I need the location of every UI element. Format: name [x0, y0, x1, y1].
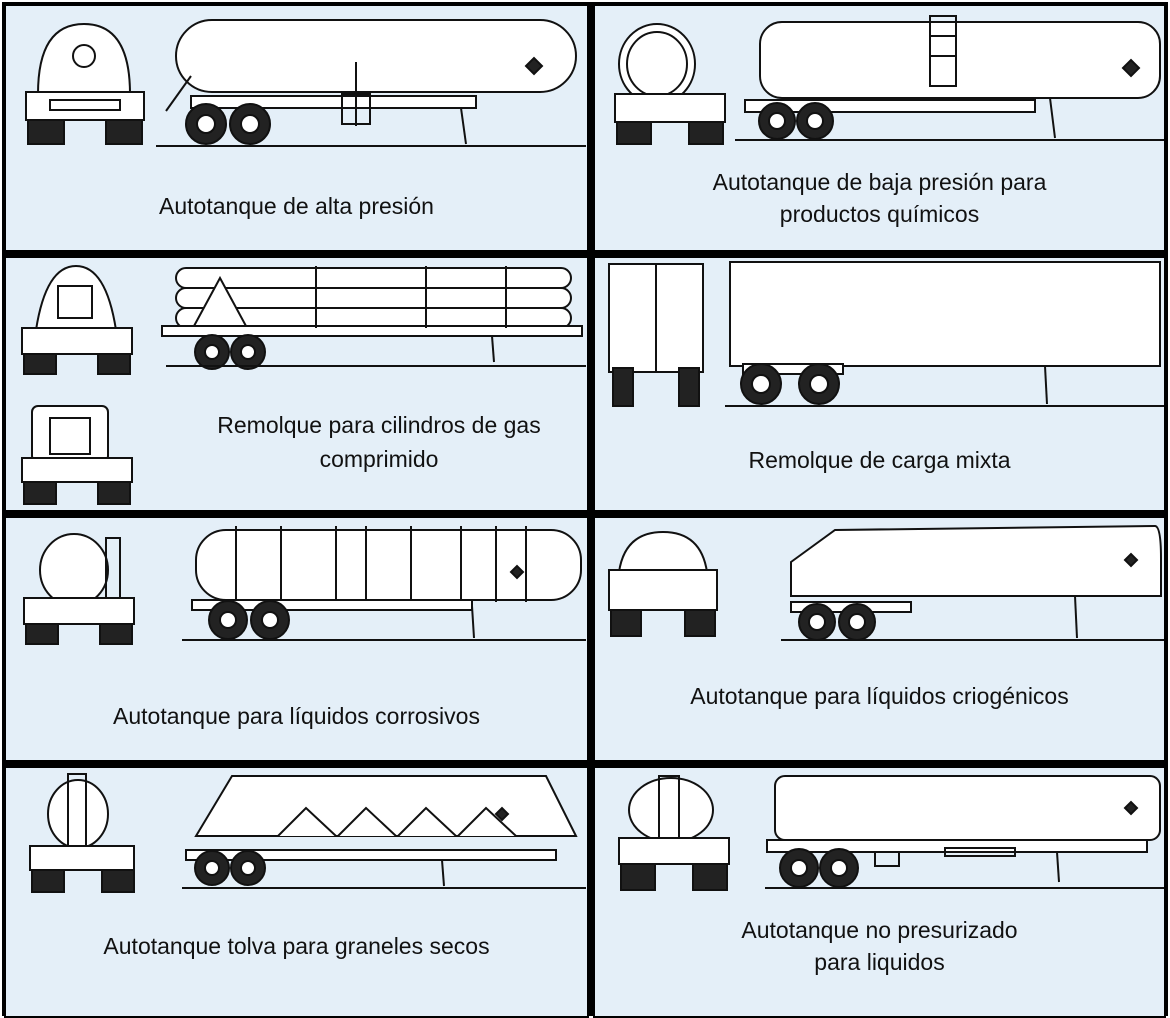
panel-low-pressure-chemical-tanker: Autotanque de baja presión para producto… [593, 4, 1166, 252]
panel-non-pressurized-liquids-tanker: Autotanque no presurizado para liquidos [593, 766, 1166, 1018]
cryogenic-liquids-tanker-drawing [608, 524, 1164, 641]
mixed-cargo-trailer-drawing [608, 261, 1164, 407]
caption-compressed-gas-cylinder-trailer: Remolque para cilindros de gas comprimid… [217, 412, 541, 472]
caption-low-pressure-chemical-tanker: Autotanque de baja presión para producto… [712, 169, 1047, 227]
caption-high-pressure-tanker: Autotanque de alta presión [159, 193, 434, 219]
dry-bulk-hopper-tanker-drawing [29, 773, 586, 893]
panel-cryogenic-liquids-tanker: Autotanque para líquidos criogénicos [593, 516, 1166, 762]
caption-corrosive-liquids-tanker: Autotanque para líquidos corrosivos [113, 703, 480, 729]
caption-mixed-cargo-trailer: Remolque de carga mixta [748, 447, 1011, 473]
high-pressure-tanker-drawing [25, 19, 586, 147]
caption-dry-bulk-hopper-tanker: Autotanque tolva para graneles secos [103, 933, 490, 959]
panel-compressed-gas-cylinder-trailer: Remolque para cilindros de gas comprimid… [4, 256, 589, 512]
panel-mixed-cargo-trailer: Remolque de carga mixta [593, 256, 1166, 512]
non-pressurized-liquids-tanker-drawing [618, 775, 1164, 891]
caption-cryogenic-liquids-tanker: Autotanque para líquidos criogénicos [690, 683, 1069, 709]
caption-non-pressurized-liquids-tanker: Autotanque no presurizado para liquidos [741, 917, 1018, 975]
corrosive-liquids-tanker-drawing [23, 526, 586, 645]
panel-dry-bulk-hopper-tanker: Autotanque tolva para graneles secos [4, 766, 589, 1018]
panel-corrosive-liquids-tanker: Autotanque para líquidos corrosivos [4, 516, 589, 762]
compressed-gas-cylinder-trailer-drawing [21, 264, 586, 505]
low-pressure-chemical-tanker-drawing [614, 15, 1164, 145]
panel-high-pressure-tanker: Autotanque de alta presión [4, 4, 589, 252]
